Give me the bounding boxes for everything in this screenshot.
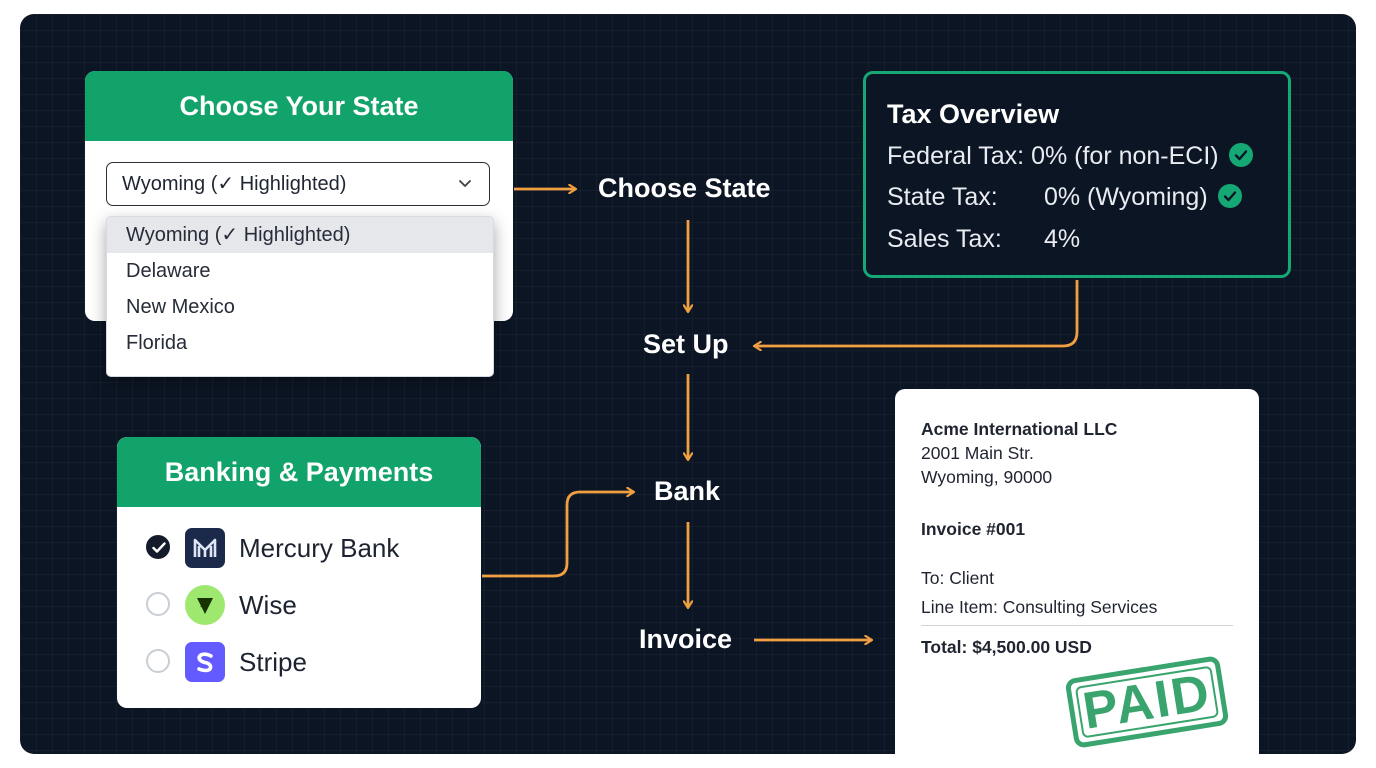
bank-option-label: Mercury Bank	[239, 533, 400, 563]
invoice-document: Acme International LLC 2001 Main Str. Wy…	[895, 389, 1259, 754]
banking-payments-card: Banking & Payments Mercury Bank Wise Str…	[117, 437, 481, 708]
invoice-total: Total: $4,500.00 USD	[921, 637, 1092, 657]
diagram-canvas: Choose Your State Wyoming (✓ Highlighted…	[20, 14, 1356, 754]
tax-row-label: State Tax:	[887, 183, 998, 211]
tax-overview-title: Tax Overview	[887, 99, 1060, 129]
tax-row-value: 4%	[1043, 225, 1081, 253]
check-circle-icon	[1228, 143, 1253, 167]
radio-unchecked-icon[interactable]	[146, 592, 170, 616]
chevron-down-icon	[459, 180, 471, 187]
bank-option-label: Stripe	[239, 647, 307, 677]
invoice-recipient: To: Client	[921, 568, 994, 588]
invoice-number: Invoice #001	[921, 519, 1026, 539]
tax-row-federal: Federal Tax: 0% (for non-ECI)	[887, 142, 1253, 171]
arrow-tax-to-setup	[754, 280, 1079, 346]
tax-row-sales: Sales Tax: 4%	[887, 225, 1080, 254]
bank-option-wise[interactable]: Wise	[146, 585, 466, 625]
arrow-banking-to-bank	[482, 492, 634, 578]
tax-row-value: 0% (for non-ECI)	[1031, 142, 1219, 170]
flow-step-choose-state: Choose State	[598, 173, 771, 203]
flow-step-bank: Bank	[654, 476, 721, 506]
state-option-wyoming[interactable]: Wyoming (✓ Highlighted)	[107, 217, 493, 253]
radio-unchecked-icon[interactable]	[146, 649, 170, 673]
state-option-delaware[interactable]: Delaware	[126, 260, 211, 282]
invoice-company-name: Acme International LLC	[921, 419, 1118, 439]
invoice-address-line1: 2001 Main Str.	[921, 443, 1034, 463]
mercury-logo-icon	[185, 528, 225, 568]
state-option-florida[interactable]: Florida	[126, 332, 188, 354]
state-dropdown-menu: Wyoming (✓ Highlighted) Delaware New Mex…	[106, 216, 494, 377]
bank-option-label: Wise	[239, 590, 297, 620]
check-circle-icon	[1217, 184, 1242, 208]
tax-row-value: 0% (Wyoming)	[1043, 183, 1208, 211]
state-option-new-mexico[interactable]: New Mexico	[126, 296, 235, 318]
banking-card-title: Banking & Payments	[117, 437, 481, 507]
wise-logo-icon	[185, 585, 225, 625]
tax-overview-panel: Tax Overview Federal Tax: 0% (for non-EC…	[863, 71, 1291, 278]
tax-row-label: Federal Tax:	[887, 142, 1025, 170]
paid-stamp: PAID	[1064, 655, 1230, 749]
stripe-logo-icon	[185, 642, 225, 682]
flow-step-set-up: Set Up	[643, 329, 729, 359]
flow-arrows	[482, 14, 1079, 754]
invoice-line-item: Line Item: Consulting Services	[921, 597, 1158, 617]
invoice-divider	[921, 625, 1233, 626]
state-select-value: Wyoming (✓ Highlighted)	[122, 173, 347, 195]
radio-checked-icon[interactable]	[146, 535, 170, 559]
state-select[interactable]: Wyoming (✓ Highlighted)	[106, 162, 490, 206]
flow-step-invoice: Invoice	[639, 624, 733, 654]
tax-row-state: State Tax: 0% (Wyoming)	[887, 183, 1242, 212]
bank-option-stripe[interactable]: Stripe	[146, 642, 466, 682]
invoice-address-line2: Wyoming, 90000	[921, 467, 1053, 487]
bank-option-mercury[interactable]: Mercury Bank	[146, 528, 466, 568]
choose-state-card-title: Choose Your State	[85, 71, 513, 141]
tax-row-label: Sales Tax:	[887, 225, 1002, 253]
